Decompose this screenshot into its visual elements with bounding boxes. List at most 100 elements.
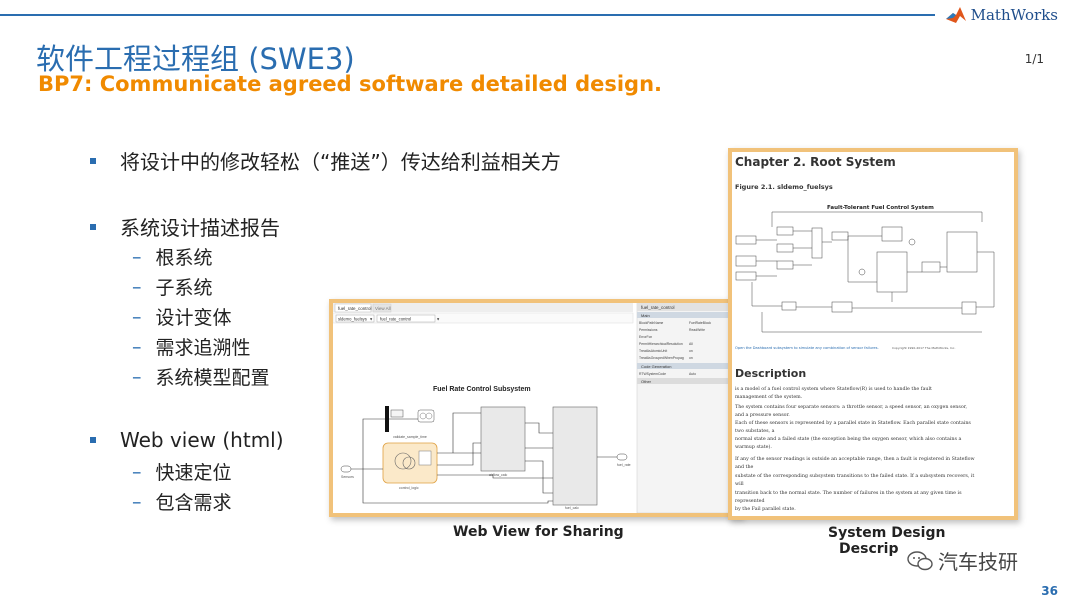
- panel-row: TreatAsGroupedWhenPropag on: [639, 356, 693, 360]
- tab-view-all[interactable]: [372, 303, 392, 313]
- dash-icon: –: [132, 365, 142, 388]
- svg-text:on: on: [689, 356, 693, 360]
- fuel-calc-block[interactable]: [552, 406, 598, 506]
- panel-title: fuel_rate_control: [641, 305, 675, 310]
- svg-text:BlockPathName: BlockPathName: [639, 321, 663, 325]
- tab-fuel-rate-control[interactable]: [334, 303, 372, 313]
- const-label: validate_sample_time: [393, 435, 427, 439]
- outport-label: fuel_rate: [617, 463, 631, 467]
- bullet-icon: [90, 157, 96, 164]
- report-line: is a model of a fuel control system wher…: [735, 385, 932, 392]
- bullet-icon: [90, 223, 96, 230]
- sensor-label: Sensors: [341, 475, 354, 479]
- sub-bullet-item: –需求追溯性: [132, 333, 251, 360]
- svg-text:FuelRateBlock: FuelRateBlock: [689, 321, 711, 325]
- svg-text:on: on: [689, 349, 693, 353]
- svg-text:TreatAsAtomicUnit: TreatAsAtomicUnit: [639, 349, 667, 353]
- report-section-title: Description: [735, 367, 806, 380]
- inport-sensors[interactable]: [340, 465, 352, 473]
- header-rule: [0, 14, 935, 16]
- page-counter: 1/1: [1024, 52, 1044, 66]
- report-copyright: Copyright 1990-2017 The MathWorks, Inc.: [892, 346, 955, 350]
- crumb-root-label: sldemo_fuelsys: [338, 317, 367, 322]
- crumb-root[interactable]: [335, 314, 375, 323]
- dash-icon: –: [132, 275, 142, 298]
- slide-title: 软件工程过程组 (SWE3): [36, 42, 355, 76]
- report-line: normal state and a failed state (the exc…: [735, 435, 961, 442]
- svg-text:All: All: [689, 342, 693, 346]
- slide-subtitle: BP7: Communicate agreed software detaile…: [38, 72, 663, 96]
- fuel-label: fuel_calc: [565, 506, 579, 510]
- report-figure: Figure 2.1. sldemo_fuelsys: [735, 183, 833, 191]
- report-link-line[interactable]: Open the Dashboard subsystem to simulate…: [735, 346, 879, 350]
- airflow-calc-block[interactable]: [480, 406, 526, 472]
- svg-text:ReadWrite: ReadWrite: [689, 328, 705, 332]
- report-line: substate of the corresponding subsystem …: [735, 473, 974, 479]
- svg-text:Permissions: Permissions: [639, 328, 658, 332]
- sub-bullet-text: 包含需求: [155, 492, 232, 514]
- dash-icon: –: [132, 305, 142, 328]
- wechat-watermark: 汽车技研: [906, 546, 1018, 575]
- bullet-item: 将设计中的修改轻松（“推送”）传达给利益相关方: [90, 146, 561, 175]
- crumb-subsystem-label: fuel_rate_control: [380, 317, 411, 322]
- report-canvas: Chapter 2. Root System Figure 2.1. sldem…: [735, 155, 995, 512]
- report-chapter: Chapter 2. Root System: [735, 155, 896, 169]
- control-label: control_logic: [399, 486, 419, 490]
- tab-other-label: View All: [375, 306, 391, 311]
- property-panel: [636, 303, 739, 513]
- web-view-canvas: fuel_rate_control View All sldemo_fuelsy…: [333, 303, 739, 513]
- dash-icon: –: [132, 335, 142, 358]
- sub-bullet-item: –系统模型配置: [132, 363, 270, 390]
- report-caption-line2: Descrip: [839, 541, 899, 557]
- report-diagram-title: Fault-Tolerant Fuel Control System: [827, 205, 934, 211]
- report-line: Each of these sensors is represented by …: [735, 420, 971, 426]
- chevron-down-icon: ▾: [437, 317, 440, 322]
- mux-block[interactable]: [385, 406, 389, 432]
- report-body-text: is a model of a fuel control system wher…: [735, 385, 976, 512]
- svg-text:PermitHierarchicalResolution: PermitHierarchicalResolution: [639, 342, 683, 346]
- sub-bullet-text: 子系统: [155, 277, 213, 299]
- slide-number: 36: [1041, 584, 1058, 598]
- panel-section-code: Code Generation: [641, 364, 671, 369]
- panel-row: ErrorFcn: [639, 335, 652, 339]
- sub-bullet-item: –根系统: [132, 243, 213, 270]
- sub-bullet-text: 设计变体: [155, 307, 232, 329]
- report-line: If any of the sensor readings is outside…: [735, 456, 976, 462]
- sub-bullet-text: 快速定位: [155, 462, 232, 484]
- const-block[interactable]: [390, 409, 404, 418]
- report-line: two substates, a: [735, 428, 775, 434]
- fuel-system-diagram: [735, 211, 995, 333]
- web-view-caption: Web View for Sharing: [453, 524, 624, 540]
- diagram-title: Fuel Rate Control Subsystem: [433, 386, 531, 393]
- web-view-screenshot: fuel_rate_control View All sldemo_fuelsy…: [329, 299, 743, 517]
- bullet-icon: [90, 437, 96, 443]
- sub-bullet-item: –快速定位: [132, 458, 232, 485]
- svg-text:RTWSystemCode: RTWSystemCode: [639, 372, 666, 376]
- svg-text:TreatAsGroupedWhenPropag: TreatAsGroupedWhenPropag: [639, 356, 684, 360]
- membrane-logo-icon: [945, 7, 966, 23]
- report-caption-line1: System Design: [828, 525, 946, 541]
- panel-section-main: Main: [641, 313, 650, 318]
- report-line: management of the system.: [735, 394, 803, 400]
- panel-row: BlockPathName FuelRateBlock: [639, 321, 711, 325]
- bullet-text: Web view (html): [120, 428, 284, 452]
- chevron-down-icon: ▾: [370, 317, 373, 322]
- report-line: and the: [735, 464, 754, 470]
- panel-row: Permissions ReadWrite: [639, 328, 705, 332]
- breadcrumb: [333, 312, 634, 324]
- sub-bullet-text: 根系统: [155, 247, 213, 269]
- outport-fuel-rate[interactable]: [616, 453, 628, 461]
- report-line: transition back to the normal state. The…: [735, 490, 962, 496]
- tab-active-label: fuel_rate_control: [338, 306, 372, 311]
- sub-bullet-text: 需求追溯性: [155, 337, 251, 359]
- panel-row: PermitHierarchicalResolution All: [639, 342, 693, 346]
- crumb-subsystem[interactable]: [376, 314, 436, 323]
- report-line: warmup state).: [735, 443, 772, 450]
- mathworks-logo: MathWorks: [945, 6, 1058, 24]
- panel-row: TreatAsAtomicUnit on: [639, 349, 693, 353]
- bullet-text: 系统设计描述报告: [120, 216, 280, 240]
- bullet-item: 系统设计描述报告: [90, 212, 280, 241]
- wechat-text: 汽车技研: [938, 550, 1018, 574]
- panel-row: RTWSystemCode Auto: [639, 372, 696, 376]
- sub-bullet-item: –设计变体: [132, 303, 232, 330]
